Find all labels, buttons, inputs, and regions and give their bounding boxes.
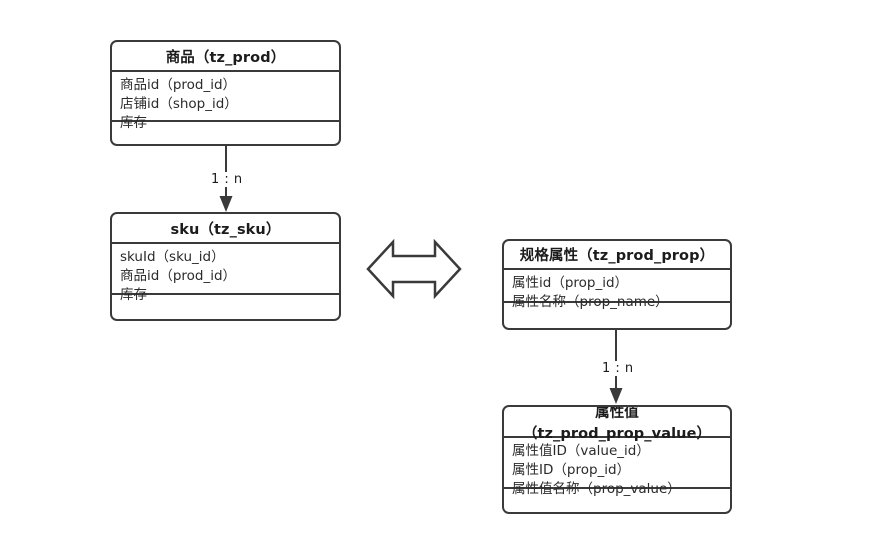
attribute-row: 属性ID（prop_id）: [512, 462, 631, 478]
entity-tz-prod-prop-value[interactable]: 属性值（tz_prod_prop_value） 属性值ID（value_id） …: [502, 405, 732, 514]
attribute-row: 商品id（prod_id）: [120, 77, 237, 93]
entity-footer-tz-sku: [112, 295, 339, 319]
relation-label-prop-to-prop-value: 1 : n: [599, 361, 637, 376]
entity-attributes-tz-prod: 商品id（prod_id） 店铺id（shop_id） 库存: [112, 72, 339, 131]
entity-title-tz-sku: sku（tz_sku）: [112, 214, 339, 244]
entity-footer-tz-prod-prop-value: [504, 489, 730, 512]
attribute-row: 商品id（prod_id）: [120, 268, 237, 284]
attribute-row: 店铺id（shop_id）: [120, 96, 238, 112]
entity-tz-sku[interactable]: sku（tz_sku） skuId（sku_id） 商品id（prod_id） …: [110, 212, 341, 321]
attribute-row: 属性id（prop_id）: [512, 275, 629, 291]
relation-label-prod-to-sku: 1 : n: [208, 172, 246, 187]
attribute-row: 库存: [120, 287, 147, 303]
entity-footer-tz-prod: [112, 122, 339, 144]
entity-title-tz-prod-prop-value: 属性值（tz_prod_prop_value）: [504, 407, 730, 442]
relation-line-icon: [609, 330, 623, 404]
attribute-row: skuId（sku_id）: [120, 249, 225, 265]
entity-tz-prod-prop[interactable]: 规格属性（tz_prod_prop） 属性id（prop_id） 属性名称（pr…: [502, 239, 732, 330]
attribute-row: 库存: [120, 115, 147, 131]
entity-attributes-tz-prod-prop-value: 属性值ID（value_id） 属性ID（prop_id） 属性值名称（prop…: [504, 438, 730, 497]
attribute-row: 属性名称（prop_name）: [512, 294, 669, 310]
entity-tz-prod[interactable]: 商品（tz_prod） 商品id（prod_id） 店铺id（shop_id） …: [110, 40, 341, 146]
entity-attributes-tz-prod-prop: 属性id（prop_id） 属性名称（prop_name）: [504, 270, 730, 310]
relation-prop-to-prop-value: [605, 330, 627, 405]
entity-title-tz-prod: 商品（tz_prod）: [112, 42, 339, 72]
attribute-row: 属性值名称（prop_value）: [512, 481, 681, 497]
bidirectional-arrow-icon: [366, 236, 462, 302]
attribute-row: 属性值ID（value_id）: [512, 443, 650, 459]
entity-title-tz-prod-prop: 规格属性（tz_prod_prop）: [504, 241, 730, 270]
entity-footer-tz-prod-prop: [504, 303, 730, 328]
entity-attributes-tz-sku: skuId（sku_id） 商品id（prod_id） 库存: [112, 244, 339, 303]
